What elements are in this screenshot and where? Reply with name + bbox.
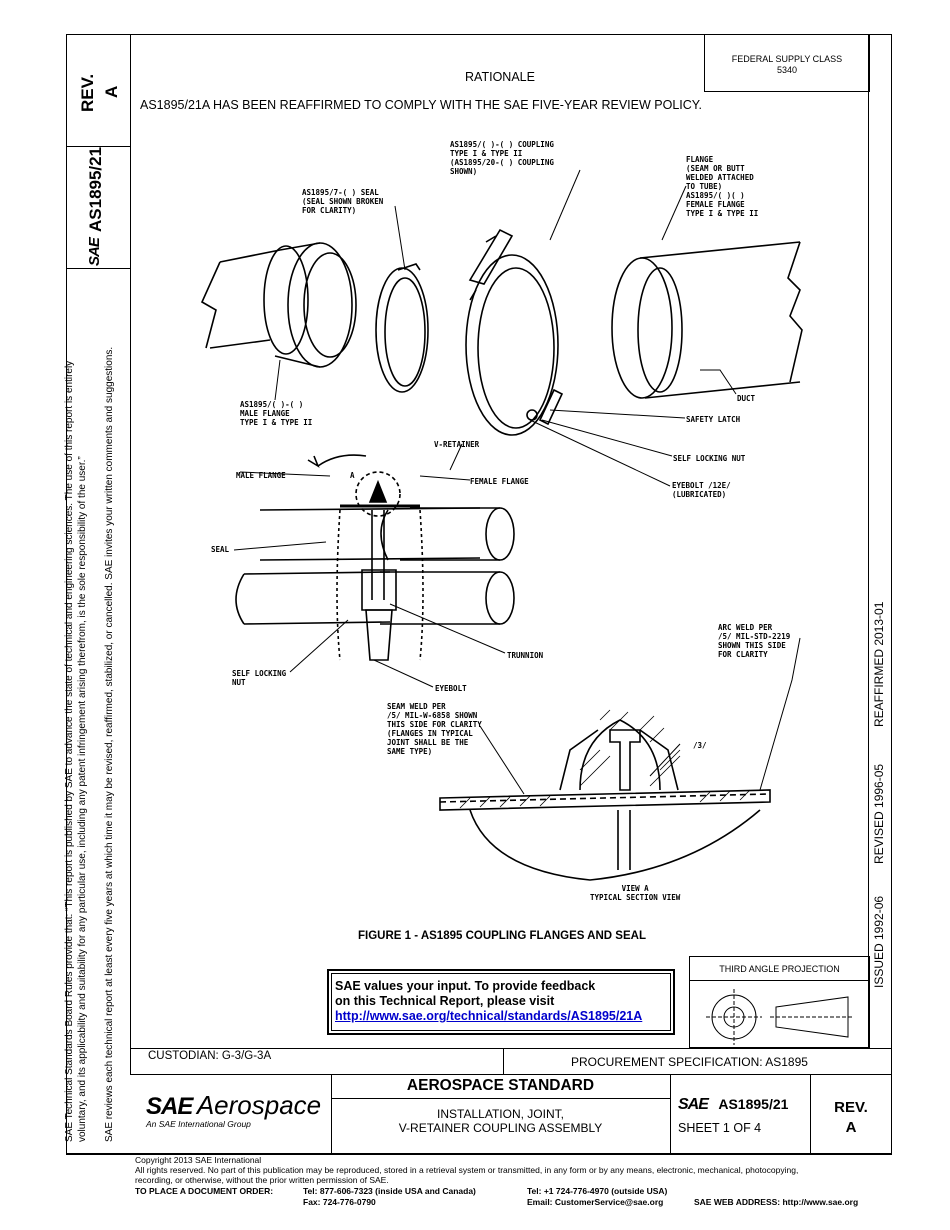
- leader-lines: [233, 169, 801, 795]
- federal-supply-class-value: 5340: [776, 65, 798, 75]
- docnum-box-divider: [66, 268, 130, 269]
- custodian-top-line: [130, 1048, 892, 1049]
- title-block-standard-divider: [331, 1098, 670, 1099]
- seal-ring-drawing: [375, 263, 429, 393]
- label-a-marker: A: [350, 471, 355, 480]
- revised-date: REVISED 1996-05: [872, 763, 886, 864]
- title-block-left-bottom: [66, 1154, 892, 1155]
- footer-fax: Fax: 724-776-0790: [303, 1197, 376, 1207]
- label-seal-short: SEAL: [211, 545, 230, 554]
- projection-divider: [689, 980, 870, 981]
- standard-title: AEROSPACE STANDARD: [406, 1077, 595, 1094]
- sheet-number: SHEET 1 OF 4: [678, 1121, 762, 1135]
- footer-email: Email: CustomerService@sae.org: [527, 1197, 664, 1207]
- footer-copyright: Copyright 2013 SAE International: [135, 1155, 262, 1165]
- sae-logo-main: SAE: [146, 1093, 193, 1120]
- male-flange-drawing: [200, 242, 357, 368]
- left-rev-label: REV.: [78, 73, 97, 112]
- title-block-divider-3: [810, 1074, 811, 1154]
- page-frame: [66, 34, 892, 1154]
- label-safety-latch: SAFETY LATCH: [686, 415, 741, 424]
- reaffirmed-date: REAFFIRMED 2013-01: [872, 601, 886, 727]
- label-arc-weld: ARC WELD PER /5/ MIL-STD-2219 SHOWN THIS…: [718, 623, 791, 659]
- female-flange-drawing: [611, 241, 803, 399]
- sae-aerospace-logo: SAE Aerospace: [146, 1090, 321, 1121]
- custodian-divider: [503, 1048, 504, 1074]
- label-self-locking-nut-top: SELF LOCKING NUT: [673, 454, 746, 463]
- footer-rights-line-1: All rights reserved. No part of this pub…: [135, 1165, 799, 1175]
- title-block-top-line: [130, 1074, 892, 1075]
- left-doc-number: AS1895/21: [86, 146, 105, 232]
- title-rev-value: A: [845, 1119, 857, 1136]
- feedback-link[interactable]: http://www.sae.org/technical/standards/A…: [335, 1009, 643, 1023]
- label-view-a: VIEW A TYPICAL SECTION VIEW: [590, 884, 681, 902]
- label-note-3: /3/: [693, 741, 707, 750]
- v-coupling-drawing: [465, 228, 564, 436]
- procurement-text: PROCUREMENT SPECIFICATION: AS1895: [571, 1055, 808, 1069]
- projection-symbol-icon: [706, 989, 854, 1045]
- label-duct: DUCT: [737, 394, 756, 403]
- sae-logo-aerospace: Aerospace: [196, 1090, 322, 1120]
- label-v-retainer: V-RETAINER: [434, 440, 480, 449]
- federal-supply-class-box: [704, 34, 870, 92]
- label-female-flange: FEMALE FLANGE: [470, 477, 529, 486]
- feedback-box-inner: [331, 973, 671, 1031]
- doc-sae-logo: SAE: [678, 1096, 709, 1113]
- label-male-flange-type: AS1895/( )-( ) MALE FLANGE TYPE I & TYPE…: [240, 400, 313, 427]
- standard-subtitle-line-1: INSTALLATION, JOINT,: [437, 1107, 564, 1121]
- label-male-flange: MALE FLANGE: [236, 471, 286, 480]
- disclaimer-line-1: SAE Technical Standards Board Rules prov…: [64, 360, 75, 1142]
- coupling-figure-drawing: [200, 228, 803, 881]
- section-view-drawing: [439, 719, 771, 881]
- feedback-line-1: SAE values your input. To provide feedba…: [335, 979, 596, 993]
- sae-logo-subtitle: An SAE International Group: [146, 1119, 251, 1129]
- federal-supply-class-label: FEDERAL SUPPLY CLASS: [731, 54, 843, 64]
- label-eyebolt: EYEBOLT: [435, 684, 467, 693]
- label-seal: AS1895/7-( ) SEAL (SEAL SHOWN BROKEN FOR…: [302, 188, 384, 215]
- assembly-drawing: [235, 454, 515, 661]
- footer-rights-line-2: recording, or otherwise, without the pri…: [135, 1175, 389, 1185]
- right-column-divider: [868, 34, 869, 1048]
- footer-tel-outside: Tel: +1 724-776-4970 (outside USA): [527, 1186, 668, 1196]
- rationale-title: RATIONALE: [465, 70, 535, 84]
- standard-subtitle-line-2: V-RETAINER COUPLING ASSEMBLY: [398, 1121, 603, 1135]
- doc-number-block: SAE AS1895/21: [678, 1096, 788, 1114]
- title-block-divider-1: [331, 1074, 332, 1154]
- left-column-divider: [130, 34, 131, 1074]
- label-self-locking-nut-bottom: SELF LOCKING NUT: [232, 669, 287, 687]
- label-eyebolt-lubricated: EYEBOLT /12E/ (LUBRICATED): [672, 481, 731, 499]
- label-seam-weld: SEAM WELD PER /5/ MIL-W-6858 SHOWN THIS …: [387, 702, 482, 756]
- rationale-text: AS1895/21A HAS BEEN REAFFIRMED TO COMPLY…: [140, 98, 702, 112]
- title-block-divider-2: [670, 1074, 671, 1154]
- feedback-box: [327, 969, 675, 1035]
- disclaimer-line-2: voluntary, and its applicability and sui…: [77, 456, 88, 1142]
- left-rev-value: A: [102, 85, 121, 98]
- issued-date: ISSUED 1992-06: [872, 895, 886, 988]
- feedback-line-2: on this Technical Report, please visit: [335, 994, 555, 1008]
- footer-web: SAE WEB ADDRESS: http://www.sae.org: [694, 1197, 859, 1207]
- label-trunnion: TRUNNION: [507, 651, 544, 660]
- custodian-text: CUSTODIAN: G-3/G-3A: [148, 1050, 272, 1062]
- left-sae-logo: SAE: [86, 238, 103, 266]
- doc-number: AS1895/21: [718, 1096, 789, 1112]
- footer-order-label: TO PLACE A DOCUMENT ORDER:: [135, 1186, 274, 1196]
- label-coupling: AS1895/( )-( ) COUPLING TYPE I & TYPE II…: [450, 140, 554, 176]
- rev-box-divider: [66, 146, 130, 147]
- title-rev-label: REV.: [834, 1099, 868, 1116]
- footer-tel-usa: Tel: 877-606-7323 (inside USA and Canada…: [303, 1186, 476, 1196]
- projection-title: THIRD ANGLE PROJECTION: [719, 964, 840, 974]
- projection-box: [689, 956, 870, 1048]
- disclaimer-line-3: SAE reviews each technical report at lea…: [104, 346, 115, 1142]
- label-flange: FLANGE (SEAM OR BUTT WELDED ATTACHED TO …: [686, 155, 759, 218]
- figure-caption: FIGURE 1 - AS1895 COUPLING FLANGES AND S…: [358, 930, 646, 942]
